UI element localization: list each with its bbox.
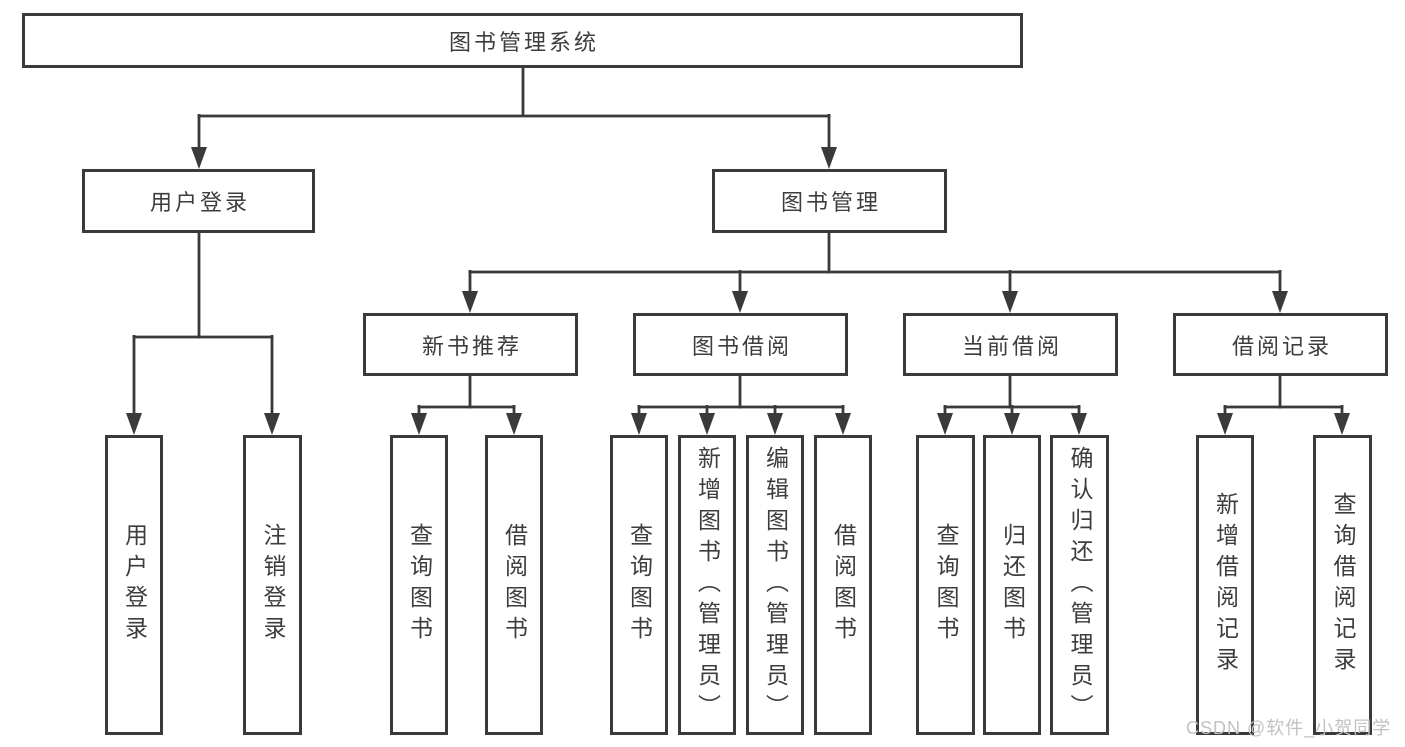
node-user-login: 用户登录 xyxy=(82,169,315,233)
leaf-current-return-book: 归还图书 xyxy=(983,435,1041,735)
leaf-record-add: 新增借阅记录 xyxy=(1196,435,1254,735)
leaf-borrow-borrow-book: 借阅图书 xyxy=(814,435,872,735)
leaf-current-confirm-return-admin: 确认归还（管理员） xyxy=(1050,435,1109,735)
leaf-recommend-query-book: 查询图书 xyxy=(390,435,448,735)
csdn-watermark: CSDN @软件_小贺同学 xyxy=(1186,718,1392,738)
node-book-management: 图书管理 xyxy=(712,169,947,233)
connector-arrowheads xyxy=(126,147,1350,435)
leaf-current-query-book: 查询图书 xyxy=(916,435,975,735)
leaf-logout: 注销登录 xyxy=(243,435,302,735)
leaf-recommend-borrow-book: 借阅图书 xyxy=(485,435,543,735)
leaf-borrow-query-book: 查询图书 xyxy=(610,435,668,735)
node-book-borrow: 图书借阅 xyxy=(633,313,848,376)
node-new-book-recommend: 新书推荐 xyxy=(363,313,578,376)
leaf-user-login: 用户登录 xyxy=(105,435,163,735)
leaf-borrow-edit-book-admin: 编辑图书（管理员） xyxy=(746,435,804,735)
node-library-system: 图书管理系统 xyxy=(22,13,1023,68)
node-borrow-record: 借阅记录 xyxy=(1173,313,1388,376)
connector-lines xyxy=(132,67,1344,417)
leaf-record-query: 查询借阅记录 xyxy=(1313,435,1372,735)
leaf-borrow-add-book-admin: 新增图书（管理员） xyxy=(678,435,736,735)
node-current-borrow: 当前借阅 xyxy=(903,313,1118,376)
